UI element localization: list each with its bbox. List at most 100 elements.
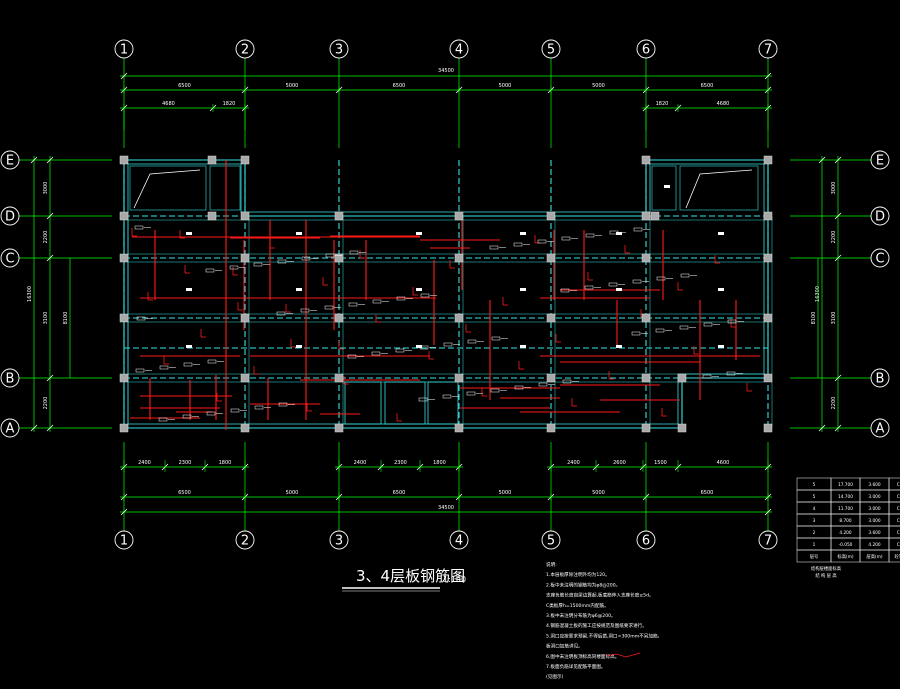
axis-bubble-A <box>0 418 20 438</box>
rebar-annotation-mark <box>229 265 239 270</box>
table-cell-text: C30 <box>897 494 900 500</box>
dim-text: 6500 <box>393 83 406 89</box>
table-cell-text: 4 <box>813 506 816 512</box>
dim-tick <box>46 254 54 262</box>
axis-label-C: C <box>5 252 14 267</box>
dim-tick <box>120 508 128 516</box>
dim-tick <box>818 424 826 432</box>
column <box>763 211 773 221</box>
rebar-annotation-mark <box>443 342 453 347</box>
axis-bubble-4 <box>449 39 469 59</box>
slab-id-mark <box>616 288 622 291</box>
slab-id-mark <box>718 345 724 348</box>
rebar-annotation-mark <box>159 365 169 370</box>
column <box>641 253 651 263</box>
rebar-annotation-mark <box>490 388 500 393</box>
axis-bubble-1 <box>114 530 134 550</box>
dim-text: 2200 <box>831 397 837 410</box>
slab-id-mark <box>186 232 192 235</box>
rebar-annotation-mark <box>182 414 192 419</box>
axis-label-7: 7 <box>764 43 772 58</box>
note-line: 2.板中未注明的钢筋均为φ8@200。 <box>546 581 620 588</box>
room-small-right <box>651 165 677 211</box>
table-cell-text: 3.600 <box>868 482 881 488</box>
axis-label-D: D <box>875 210 885 225</box>
table-cell-text: 3.000 <box>868 518 881 524</box>
table-cell-text: C30 <box>897 530 900 536</box>
axis-bubble-1 <box>114 39 134 59</box>
column <box>334 373 344 383</box>
axis-label-2: 2 <box>241 43 249 58</box>
table-caption-1: 结构层楼面标高 <box>811 565 842 572</box>
rebar-annotation-mark <box>372 299 382 304</box>
column <box>454 313 464 323</box>
axis-label-5: 5 <box>547 534 555 549</box>
column <box>650 211 660 221</box>
rebar-annotation-mark <box>300 308 310 313</box>
stair-box <box>384 381 426 425</box>
room-top-left <box>129 165 207 211</box>
rebar-annotation-mark <box>348 302 358 307</box>
rebar-annotation-mark <box>396 296 406 301</box>
column <box>334 313 344 323</box>
dim-text: 4680 <box>717 101 730 107</box>
column <box>240 313 250 323</box>
dim-tick <box>818 156 826 164</box>
axis-bubble-6 <box>636 39 656 59</box>
rebar-annotation-mark <box>514 385 524 390</box>
dim-text: 3000 <box>43 182 49 195</box>
axis-bubble-6 <box>636 530 656 550</box>
rebar-annotation-mark <box>466 391 476 396</box>
rebar-annotation-mark <box>655 328 665 333</box>
axis-label-2: 2 <box>241 534 249 549</box>
table-cell-text: 2 <box>813 530 816 536</box>
rebar-annotation-mark <box>278 402 288 407</box>
table-cell-text: 4.200 <box>839 530 852 536</box>
rebar-annotation-mark <box>585 233 595 238</box>
dim-tick <box>834 254 842 262</box>
rebar-annotation-mark <box>230 408 240 413</box>
rebar-annotation-mark <box>206 411 216 416</box>
axis-bubble-3 <box>329 39 349 59</box>
axis-bubble-5 <box>541 530 561 550</box>
table-cell-text: 14.700 <box>838 494 853 500</box>
note-rebar-symbol <box>605 652 641 658</box>
dim-text: 6500 <box>178 83 191 89</box>
table-cell-text: 5 <box>813 482 816 488</box>
dim-text: 3100 <box>43 312 49 325</box>
dim-mid-side: 8100 <box>63 312 69 325</box>
table-cell-text: 3.600 <box>868 530 881 536</box>
dim-text: 2400 <box>567 460 580 466</box>
axis-bubble-2 <box>235 530 255 550</box>
rebar-annotation-mark <box>325 253 335 258</box>
dim-tick <box>834 424 842 432</box>
column <box>641 211 651 221</box>
opening-mark-right <box>685 169 753 209</box>
axis-label-5: 5 <box>547 43 555 58</box>
dim-text: 2600 <box>613 460 626 466</box>
rebar-annotation-mark <box>135 368 145 373</box>
axis-bubble-A <box>870 418 890 438</box>
column <box>763 253 773 263</box>
note-line: 7.板面负筋详见配筋平面图。 <box>546 663 606 670</box>
note-line: 说明: <box>546 561 557 568</box>
rebar-annotation-mark <box>418 397 428 402</box>
note-line: 5.洞口应按要求预留,不得后凿,洞口<300mm不另加筋。 <box>546 632 662 639</box>
table-cell-text: 17.700 <box>838 482 853 488</box>
rebar-annotation-mark <box>136 316 146 321</box>
note-line: 1.本层板厚除注明外均为120。 <box>546 571 610 578</box>
axis-bubble-7 <box>758 39 778 59</box>
table-cell-text: 砼等级 <box>895 553 900 560</box>
axis-bubble-2 <box>235 39 255 59</box>
dim-text: 1820 <box>656 101 669 107</box>
column <box>546 313 556 323</box>
note-line: 3.板中未注明分布筋为φ6@200。 <box>546 612 616 619</box>
rebar-annotation-mark <box>371 351 381 356</box>
dim-tick <box>46 156 54 164</box>
axis-bubble-B <box>0 368 20 388</box>
axis-bubble-E <box>870 150 890 170</box>
column <box>454 211 464 221</box>
rebar-annotation-mark <box>679 325 689 330</box>
rebar-annotation-mark <box>562 379 572 384</box>
